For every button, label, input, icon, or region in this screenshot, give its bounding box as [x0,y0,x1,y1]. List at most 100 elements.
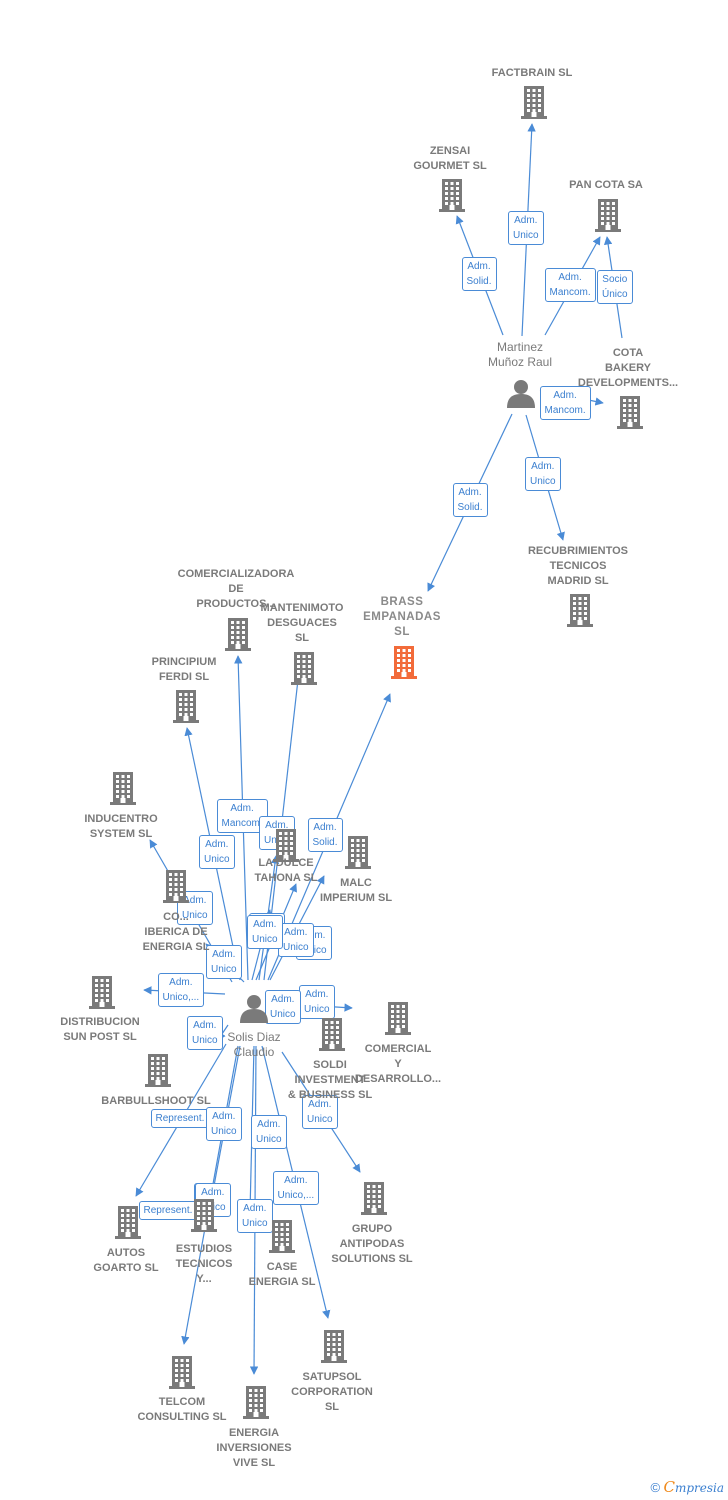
company-building-icon[interactable] [142,1053,174,1092]
role-badge-solis-autos[interactable]: Represent. [150,1108,210,1128]
role-badge-martinez-recubrimientos[interactable]: Adm.Unico [525,457,561,491]
role-badge-line: Unico [211,964,237,975]
person-icon[interactable] [239,993,269,1028]
role-badge-solis-iberica[interactable]: Adm.Unico [206,945,242,979]
company-building-icon[interactable] [288,651,320,690]
company-label-line: DE [228,583,244,595]
copyright-symbol: © [650,1480,661,1495]
role-badge-line: Adm. [558,272,582,283]
role-badge-solis-malc[interactable]: Adm.Unico [247,915,283,949]
role-badge-solis-distribucion[interactable]: Adm.Unico,... [157,973,205,1007]
company-building-icon[interactable] [188,1198,220,1237]
role-badge-martinez-brass[interactable]: Adm.Solid. [452,483,488,517]
role-badge-line: Adm. [265,820,289,831]
role-badge-line: Solid. [466,276,492,287]
company-building-icon[interactable] [107,771,139,810]
company-building-icon[interactable] [240,1385,272,1424]
company-building-icon[interactable] [436,178,468,217]
company-label-pancota[interactable]: PAN COTA SA [569,178,643,193]
role-badge-line: Adm. [193,1020,217,1031]
company-building-icon[interactable] [270,828,302,867]
company-building-icon[interactable] [358,1181,390,1220]
company-label-line: MALC [340,877,372,889]
company-label-line: Y [394,1058,402,1070]
company-label-line: SL [294,632,310,644]
role-badge-line: Mancom. [544,405,586,416]
role-badge-martinez-cotabakery[interactable]: Adm.Mancom. [539,386,591,420]
role-badge-line: Unico [513,230,539,241]
company-building-icon[interactable] [342,835,374,874]
role-badge-line: Adm. [183,895,207,906]
company-label-line: COMERCIAL [364,1043,432,1055]
role-badge-martinez-zensai[interactable]: Adm.Solid. [461,257,497,291]
company-building-icon[interactable] [592,198,624,237]
role-badge-solis-comercialydesarrollo[interactable]: Adm.Unico [299,985,335,1019]
role-badge-solis-soldi[interactable]: Adm.Unico [265,990,301,1024]
company-building-icon[interactable] [518,85,550,124]
company-building-icon[interactable] [382,1001,414,1040]
company-label-barbullshoot[interactable]: BARBULLSHOOT SL [101,1094,210,1109]
role-badge-solis-case[interactable]: Adm.Unico [237,1199,273,1233]
role-badge-line: Adm. [243,1203,267,1214]
role-badge-solis-energia[interactable]: Adm.Unico [251,1115,287,1149]
focus-company-building-icon[interactable] [388,645,420,684]
company-building-icon[interactable] [614,395,646,434]
company-label-line: ZENSAI [429,145,471,157]
company-building-icon[interactable] [112,1205,144,1244]
role-badge-line: Represent. [143,1204,193,1216]
company-building-icon[interactable] [170,689,202,728]
role-badge-solis-inducentro[interactable]: Adm.Unico [177,891,213,925]
role-badge-line: Unico [256,1134,282,1145]
company-label-factbrain[interactable]: FACTBRAIN SL [492,66,573,81]
role-badge-solis-ladulce[interactable]: Adm.Unico [278,923,314,957]
company-building-icon[interactable] [166,1355,198,1394]
company-building-icon[interactable] [222,617,254,656]
company-label-line: CO... [163,911,189,923]
role-badge-martinez-pancota[interactable]: Adm.Mancom. [544,268,596,302]
company-label-line: PRODUCTOS... [196,598,276,610]
role-badge-solis-satupsol[interactable]: Adm.Unico,... [272,1171,320,1205]
company-label-line: SOLUTIONS SL [331,1253,413,1265]
role-badge-line: Adm. [253,919,277,930]
role-badge-solis-principium[interactable]: Adm.Unico [199,835,235,869]
company-building-icon[interactable] [316,1017,348,1056]
company-building-icon[interactable] [318,1329,350,1368]
role-badge-martinez-factbrain[interactable]: Adm.Unico [508,211,544,245]
company-building-icon[interactable] [86,975,118,1014]
company-building-icon[interactable] [564,593,596,632]
company-building-icon[interactable] [266,1219,298,1258]
role-badge-solis-estudios[interactable]: Adm.Unico [206,1107,242,1141]
company-building-icon[interactable] [160,869,192,908]
role-badge-solis-brass[interactable]: Adm.Solid. [307,818,343,852]
person-icon[interactable] [506,378,536,413]
company-label-line: ENERGIA SL [142,941,210,953]
role-badge-line: Adm. [531,461,555,472]
company-label-line: SL [394,626,410,638]
role-badge-solis-barbullshoot[interactable]: Adm.Unico [187,1016,223,1050]
role-badge-solis-grupo[interactable]: Adm.Unico [302,1095,338,1129]
